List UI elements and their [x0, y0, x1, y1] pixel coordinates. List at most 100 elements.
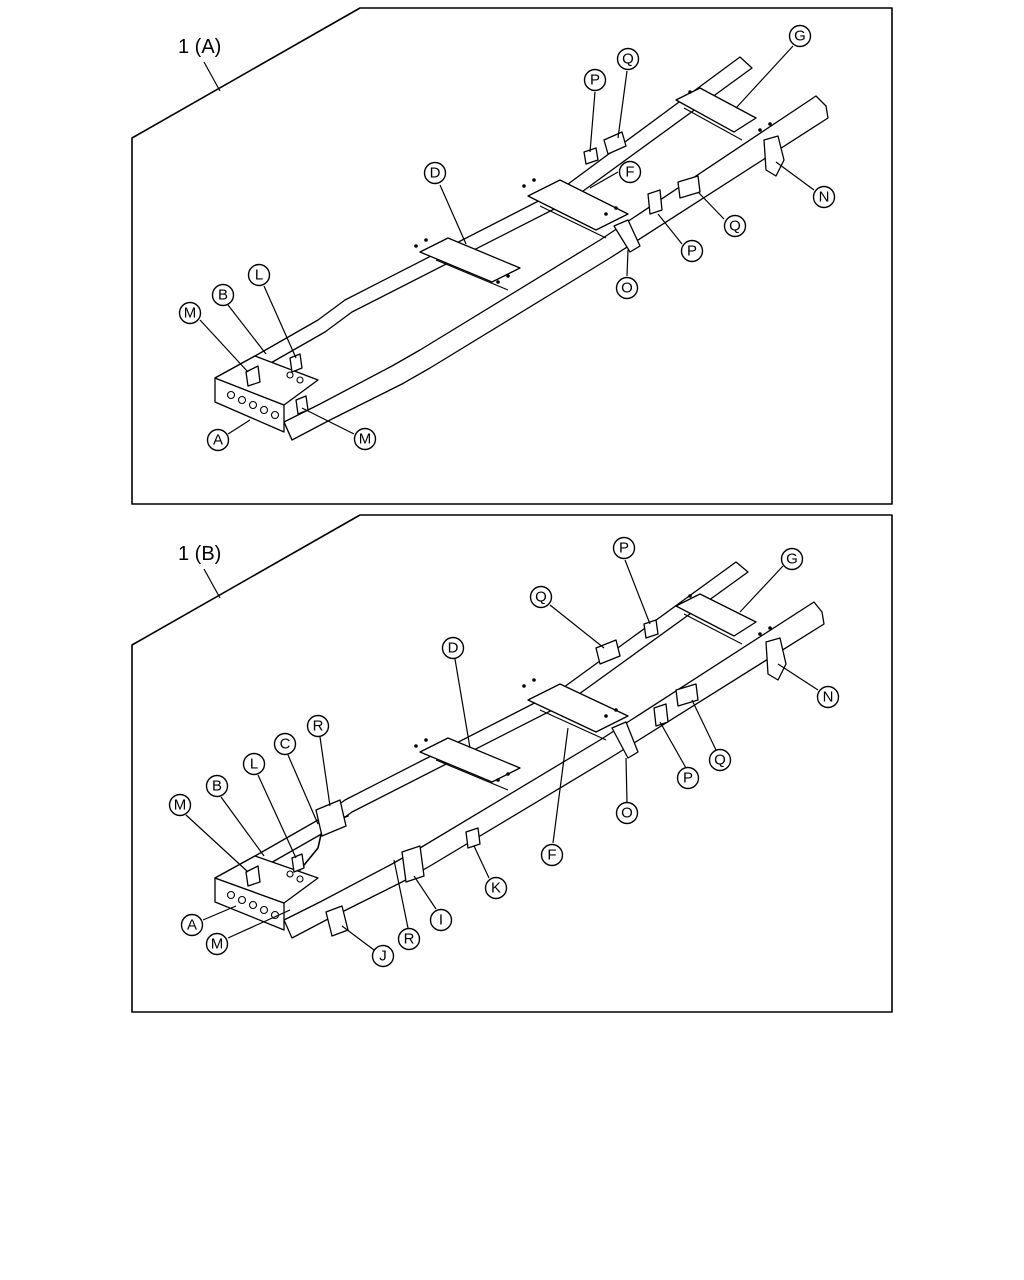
- callout-label: O: [621, 805, 633, 822]
- callout-label: D: [448, 640, 459, 657]
- bracket-p-upper: [643, 619, 659, 639]
- callout-label: A: [213, 432, 223, 449]
- crossmember-f-edge: [539, 709, 607, 741]
- callout-f: F: [540, 843, 564, 867]
- callout-n: N: [816, 685, 840, 709]
- crossmember-f: [527, 683, 629, 733]
- callout-p: P: [612, 536, 636, 560]
- callout-k: K: [484, 876, 508, 900]
- callout-o: O: [615, 276, 639, 300]
- bracket-m-left: [245, 365, 261, 387]
- bracket-o: [613, 219, 641, 253]
- callout-m: M: [353, 427, 377, 451]
- bracket-m-right: [295, 395, 309, 415]
- crossmember-g-edge: [683, 107, 743, 141]
- callout-q: Q: [723, 214, 747, 238]
- callout-label: M: [211, 936, 224, 953]
- panel-b-border: [131, 514, 893, 1013]
- callout-label: P: [683, 770, 693, 787]
- crossmember-g-edge: [683, 613, 743, 645]
- right-side-rail: [283, 95, 829, 441]
- callout-label: K: [491, 880, 501, 897]
- callout-n: N: [812, 185, 836, 209]
- callout-label: G: [786, 551, 798, 568]
- bracket-o: [611, 721, 639, 759]
- bracket-l: [289, 353, 303, 373]
- hanger-n: [765, 637, 787, 681]
- callout-label: L: [250, 756, 258, 773]
- callout-label: A: [187, 917, 197, 934]
- bracket-l: [291, 853, 305, 873]
- rail-end-edge: [283, 421, 293, 441]
- crossmember-f-edge: [539, 205, 607, 239]
- bracket-k: [465, 827, 481, 849]
- panel-a-border: [131, 7, 893, 505]
- panel-a-callouts: G Q P F D N Q P O L B M M A: [178, 24, 836, 452]
- callout-label: B: [218, 287, 228, 304]
- callout-p: P: [583, 68, 607, 92]
- front-crossmember-top: [214, 855, 319, 904]
- callout-label: O: [621, 280, 633, 297]
- callout-m: M: [178, 301, 202, 325]
- callout-a: A: [180, 913, 204, 937]
- callout-g: G: [788, 24, 812, 48]
- rail-rivets: [414, 594, 772, 782]
- panel-a-title-leader: [203, 61, 221, 92]
- bracket-i: [401, 845, 425, 883]
- left-side-rail: [214, 561, 749, 891]
- callout-q: Q: [529, 585, 553, 609]
- callout-label: L: [255, 267, 263, 284]
- panel-a-title: 1 (A): [178, 36, 221, 58]
- callout-c: C: [273, 732, 297, 756]
- panel-a-frame: [214, 56, 829, 441]
- callout-label: N: [823, 689, 834, 706]
- front-crossmember-top: [214, 355, 319, 406]
- callout-label: R: [404, 931, 415, 948]
- callout-label: Q: [535, 589, 547, 606]
- bracket-q-upper: [603, 131, 627, 155]
- callout-r: R: [306, 714, 330, 738]
- callout-label: M: [359, 431, 372, 448]
- rail-rivets: [414, 90, 772, 284]
- callout-r: R: [397, 927, 421, 951]
- callout-label: P: [619, 540, 629, 557]
- bracket-q-lower: [677, 175, 701, 199]
- callout-label: M: [174, 797, 187, 814]
- crossmember-d: [419, 737, 521, 783]
- callout-label: Q: [729, 218, 741, 235]
- callout-m: M: [168, 793, 192, 817]
- callout-l: L: [247, 263, 271, 287]
- callout-f: F: [618, 160, 642, 184]
- panel-b-leaders: [185, 559, 819, 951]
- crossmember-g: [675, 87, 757, 133]
- panel-b-title: 1 (B): [178, 543, 221, 565]
- crossmember-d-edge: [435, 759, 509, 791]
- bracket-r-upper: [315, 799, 347, 837]
- hanger-n: [763, 135, 785, 177]
- callout-label: D: [430, 165, 441, 182]
- callout-label: B: [212, 778, 222, 795]
- callout-label: P: [687, 243, 697, 260]
- bracket-p-upper: [583, 147, 599, 165]
- callout-d: D: [423, 161, 447, 185]
- callout-label: C: [280, 736, 291, 753]
- bracket-p-lower: [653, 703, 669, 727]
- right-side-rail: [283, 601, 825, 939]
- callout-label: P: [590, 72, 600, 89]
- crossmember-d-edge: [435, 259, 509, 291]
- callout-label: J: [379, 948, 387, 965]
- crossmember-g: [675, 593, 757, 637]
- callout-label: I: [439, 912, 443, 929]
- callout-label: R: [313, 718, 324, 735]
- panel-a: 1 (A): [131, 7, 893, 505]
- callout-b: B: [205, 774, 229, 798]
- panel-b-callouts: P G Q D N R C L B M Q P O F K I R J A M: [168, 536, 840, 968]
- callout-m: M: [205, 932, 229, 956]
- callout-a: A: [206, 428, 230, 452]
- callout-label: Q: [714, 752, 726, 769]
- bracket-p-lower: [647, 189, 663, 215]
- panel-b: 1 (B): [131, 514, 893, 1013]
- callout-label: G: [794, 28, 806, 45]
